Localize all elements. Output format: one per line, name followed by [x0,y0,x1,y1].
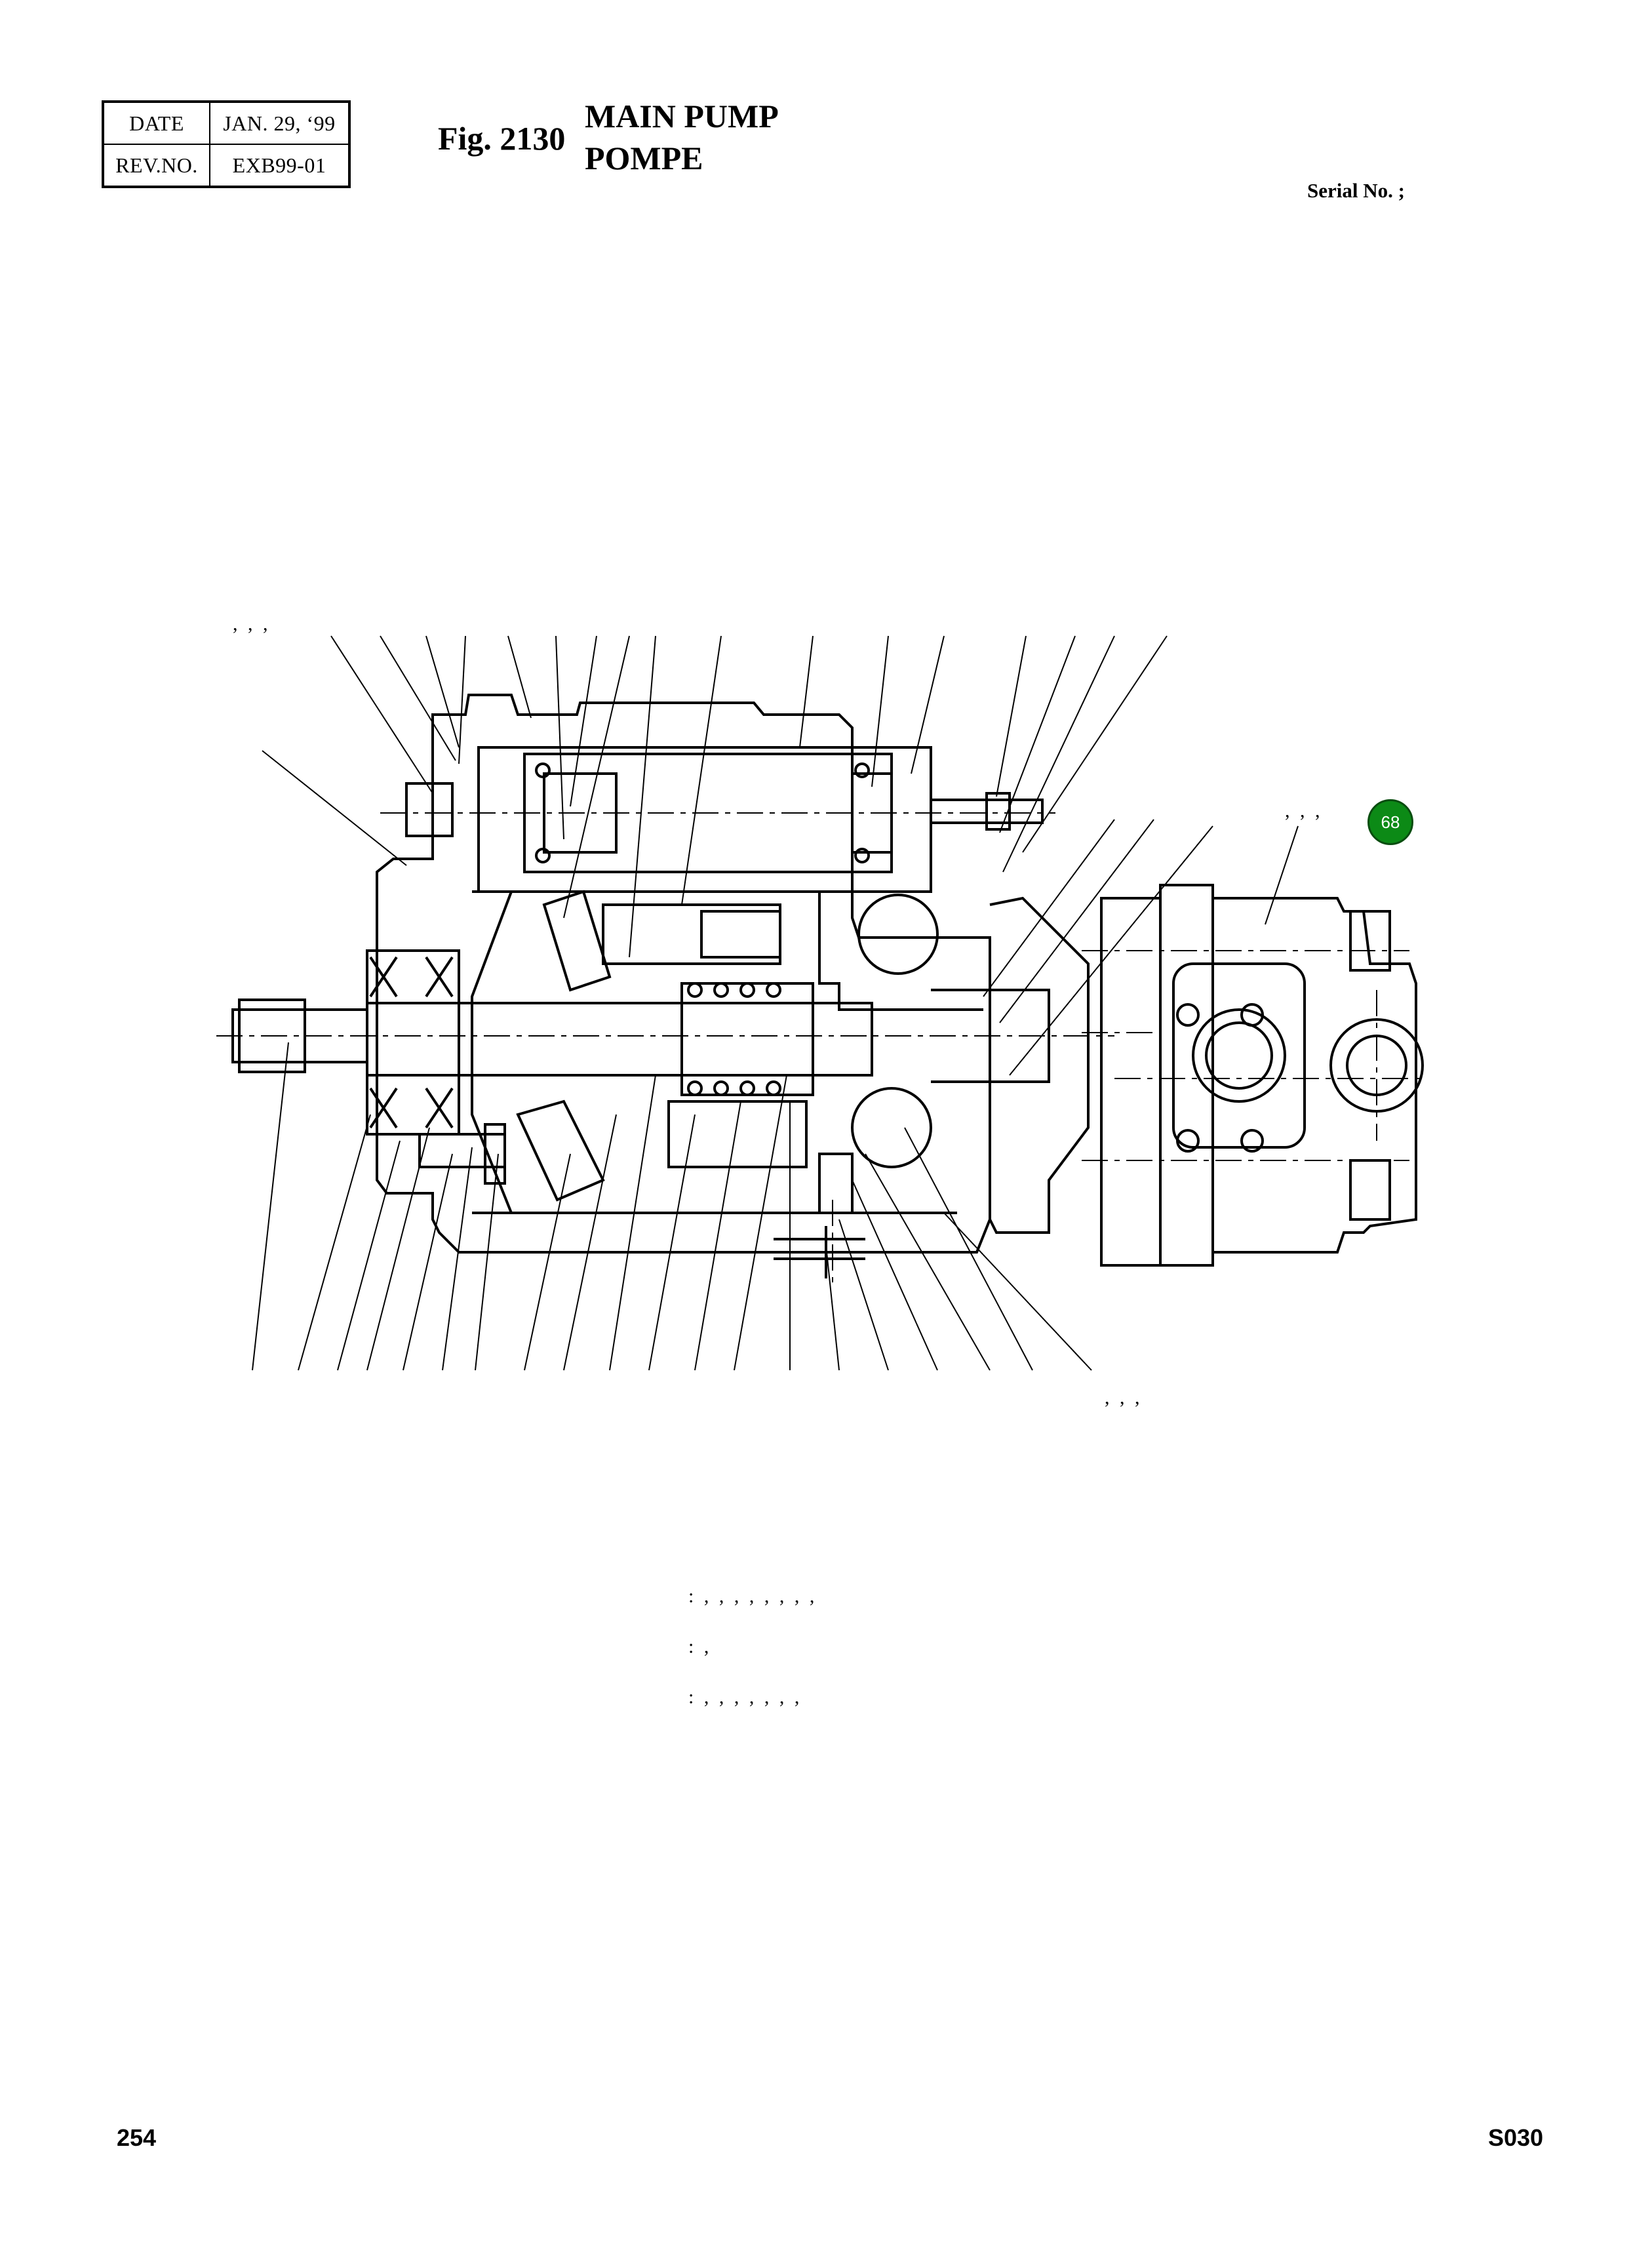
notes-line-1: : , , , , , , , , [688,1585,817,1607]
notes-line-2: : , [688,1636,712,1657]
pump-casing-outline [376,694,991,1254]
gear-pump-outlet [1329,1018,1424,1113]
date-value: JAN. 29, ‘99 [209,101,350,145]
revision-table: DATE JAN. 29, ‘99 REV.NO. EXB99-01 [102,100,351,188]
section-code: S030 [1488,2124,1544,2151]
title-english: MAIN PUMP [585,98,779,134]
swash-plate [542,890,612,992]
port-lower [851,1087,932,1168]
figure-number: Fig. 2130 [438,120,566,157]
ref-marks-right: , , , [1285,800,1323,821]
inner-housing [477,746,932,893]
port-upper [857,894,939,975]
ref-marks-bottom: , , , [1105,1387,1143,1408]
date-label: DATE [102,101,210,145]
gear-pump-body [1100,884,1417,1267]
front-bearing [366,949,460,1136]
gear-pump-flange [1172,962,1306,1149]
notes-line-3: : , , , , , , , [688,1686,802,1708]
rev-value: EXB99-01 [209,144,350,188]
title-french: POMPE [585,140,703,176]
drive-shaft [231,1002,873,1077]
callout-badge-68[interactable]: 68 [1367,799,1413,845]
rev-label: REV.NO. [102,144,210,188]
page-number: 254 [117,2124,157,2151]
ref-marks-top-left: , , , [233,613,271,635]
coupling-housing [989,896,1090,1234]
serial-number-label: Serial No. ; [1307,179,1405,202]
